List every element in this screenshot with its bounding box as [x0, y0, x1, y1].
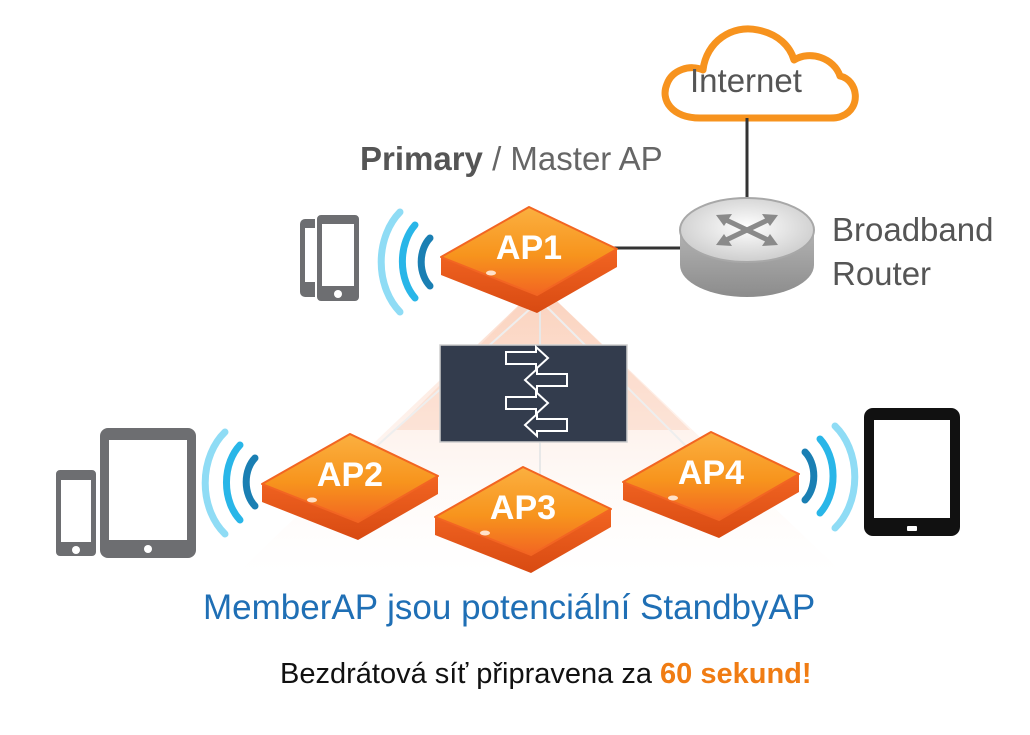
ap-led-indicator: [307, 497, 317, 503]
ap-led-indicator: [668, 495, 678, 501]
smartphone-icon: [54, 468, 98, 558]
ap-led-indicator: [486, 270, 496, 276]
access-point-ap4: AP4: [622, 431, 800, 538]
ready-highlight: 60 sekund!: [660, 658, 812, 690]
ap-led-indicator: [480, 530, 490, 536]
ap-label: AP3: [490, 489, 556, 527]
ap-label: AP2: [317, 456, 383, 494]
cloud-icon: [661, 25, 859, 122]
tablet-icon: [100, 428, 196, 558]
ready-time-caption: Bezdrátová síť připravena za 60 sekund!: [280, 658, 812, 691]
ap-label: AP1: [496, 229, 562, 267]
ready-prefix: Bezdrátová síť připravena za: [280, 658, 661, 690]
sync-arrows-icon: [439, 344, 628, 443]
internet-label: Internet: [690, 62, 802, 99]
tablet-icon: [864, 408, 960, 536]
access-point-ap3: AP3: [434, 466, 612, 573]
primary-master-ap-label: Primary / Master AP: [360, 140, 663, 178]
wifi-signal-icon: [201, 208, 859, 538]
primary-label: Primary: [360, 140, 483, 177]
member-ap-caption: MemberAP jsou potenciální StandbyAP: [203, 588, 816, 627]
master-ap-label: / Master AP: [482, 140, 663, 177]
ap-label: AP4: [678, 454, 744, 492]
smartphone-icon: [315, 213, 361, 303]
access-point-ap1: AP1: [440, 206, 618, 313]
router-icon: [679, 197, 815, 297]
router-label-line2: Router: [832, 255, 932, 292]
router-label-line1: Broadband: [832, 211, 994, 248]
access-point-ap2: AP2: [261, 433, 439, 540]
